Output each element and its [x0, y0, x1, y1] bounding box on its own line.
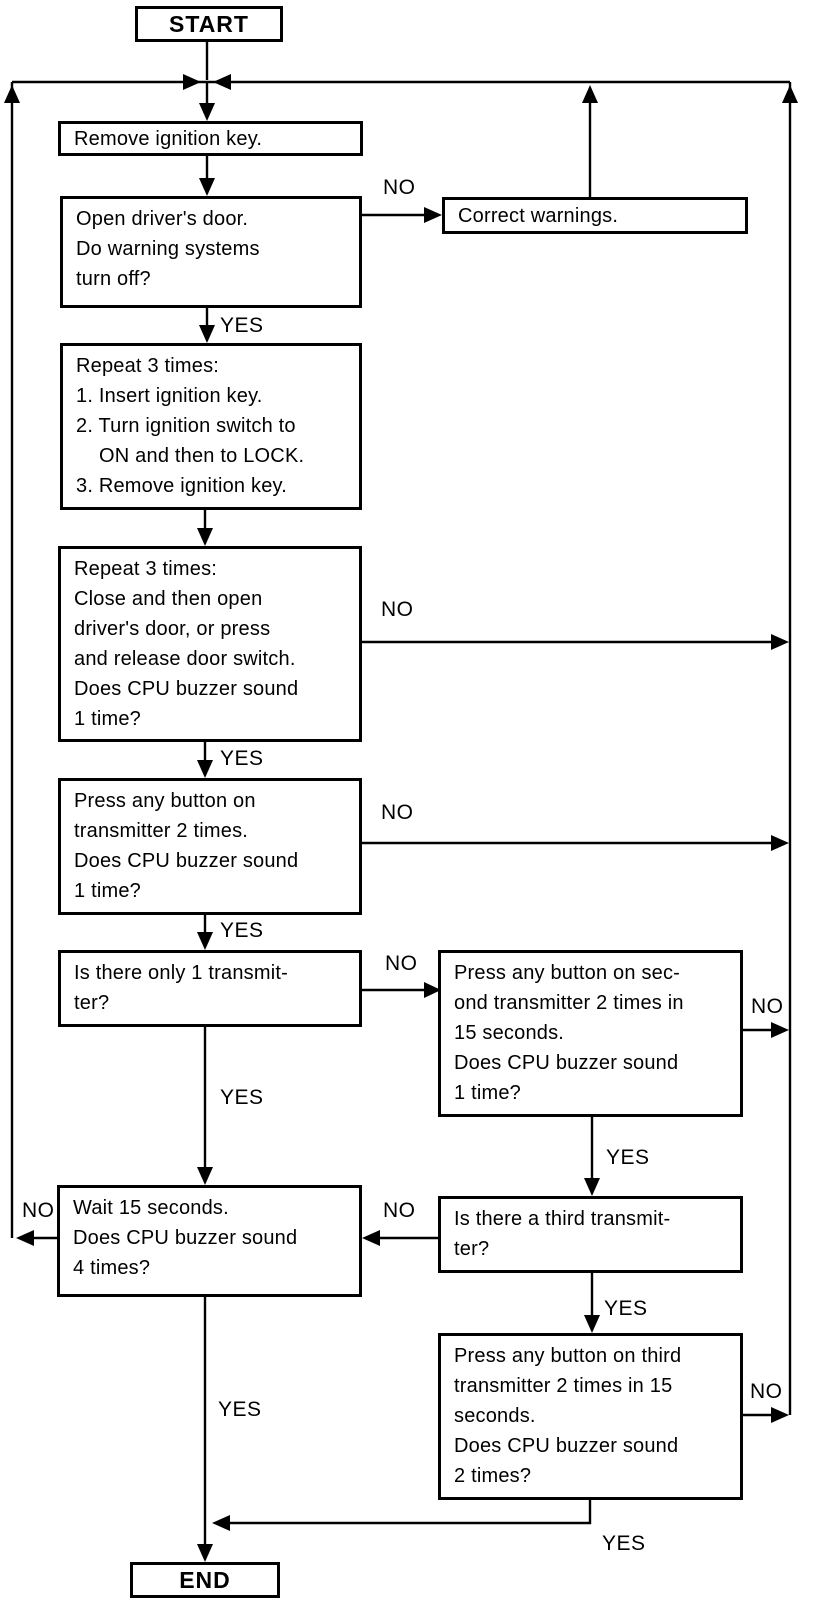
- arrowhead-only-one-no: [424, 982, 441, 998]
- edge-label-repeat-door-yes: YES: [220, 747, 264, 770]
- node-repeat-door-cycle: Repeat 3 times: Close and then open driv…: [58, 546, 362, 742]
- arrowhead-into-press-transmitter: [197, 760, 213, 778]
- arrowhead-into-remove-key: [199, 103, 215, 121]
- arrowhead-into-repeat-door: [197, 528, 213, 546]
- edge-label-open-door-yes: YES: [220, 314, 264, 337]
- arrowhead-into-third: [584, 1178, 600, 1196]
- arrowhead-right-rail-up: [782, 85, 798, 103]
- arrowhead-third-no: [362, 1230, 380, 1246]
- arrowhead-into-open-door: [199, 178, 215, 196]
- node-open-drivers-door: Open driver's door. Do warning systems t…: [60, 196, 362, 308]
- arrowhead-press-transmitter-no: [771, 835, 789, 851]
- node-wait-15-seconds: Wait 15 seconds. Does CPU buzzer sound 4…: [57, 1185, 362, 1297]
- edge-label-press-second-yes: YES: [606, 1146, 650, 1169]
- edge-label-only-one-no: NO: [385, 952, 418, 975]
- arrowhead-into-end: [197, 1544, 213, 1562]
- edge-press-third-yes: [230, 1500, 592, 1525]
- edge-label-wait-yes: YES: [218, 1398, 262, 1421]
- node-start: START: [135, 6, 283, 42]
- edge-label-only-one-yes: YES: [220, 1086, 264, 1109]
- arrowhead-press-second-no: [771, 1022, 789, 1038]
- node-end: END: [130, 1562, 280, 1598]
- arrowhead-into-wait: [197, 1167, 213, 1185]
- edge-label-repeat-door-no: NO: [381, 598, 414, 621]
- arrowhead-into-only-one: [197, 932, 213, 950]
- arrowhead-into-correct-warnings: [424, 207, 442, 223]
- arrowhead-merge-right: [213, 74, 231, 90]
- edge-label-open-door-no: NO: [383, 176, 416, 199]
- arrowhead-into-press-third: [584, 1315, 600, 1333]
- node-correct-warnings: Correct warnings.: [442, 197, 748, 234]
- node-press-third-transmitter: Press any button on third transmitter 2 …: [438, 1333, 743, 1500]
- edge-label-third-no: NO: [383, 1199, 416, 1222]
- arrowhead-repeat-door-no: [771, 634, 789, 650]
- edge-label-press-third-no: NO: [750, 1380, 783, 1403]
- node-repeat-ignition-cycle: Repeat 3 times: 1. Insert ignition key. …: [60, 343, 362, 510]
- node-only-one-transmitter: Is there only 1 transmit- ter?: [58, 950, 362, 1027]
- arrowhead-into-repeat-ignition: [199, 325, 215, 343]
- arrowhead-press-third-no: [771, 1407, 789, 1423]
- arrowhead-left-rail-up: [4, 85, 20, 103]
- arrowhead-press-third-yes: [212, 1515, 230, 1531]
- edge-label-press-transmitter-yes: YES: [220, 919, 264, 942]
- arrowhead-merge-left: [183, 74, 201, 90]
- node-third-transmitter: Is there a third transmit- ter?: [438, 1196, 743, 1273]
- arrowhead-correct-warnings-up: [582, 85, 598, 103]
- node-remove-ignition-key: Remove ignition key.: [58, 121, 363, 156]
- node-press-second-transmitter: Press any button on sec- ond transmitter…: [438, 950, 743, 1117]
- edge-label-press-transmitter-no: NO: [381, 801, 414, 824]
- edge-label-third-yes: YES: [604, 1297, 648, 1320]
- edge-label-wait-no: NO: [22, 1199, 55, 1222]
- edge-label-press-second-no: NO: [751, 995, 784, 1018]
- arrowhead-wait-no: [16, 1230, 34, 1246]
- node-press-transmitter: Press any button on transmitter 2 times.…: [58, 778, 362, 915]
- edge-label-press-third-yes: YES: [602, 1532, 646, 1555]
